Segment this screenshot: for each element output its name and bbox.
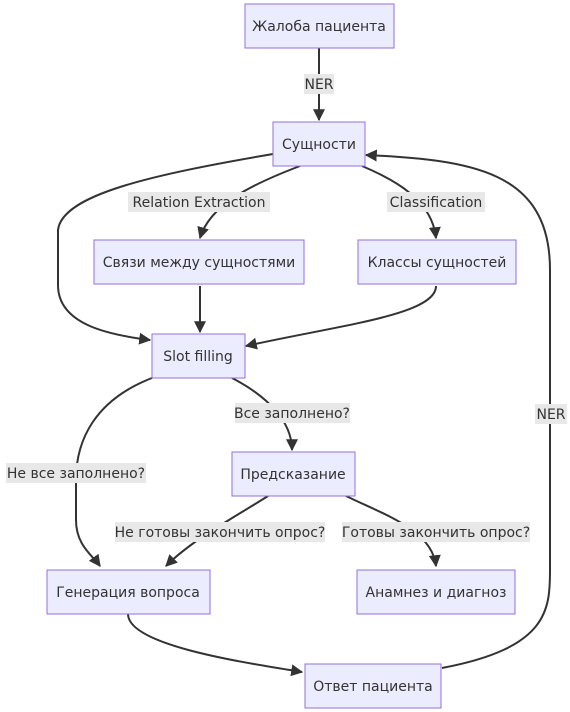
edge-label-ner-loop: NER <box>535 404 567 424</box>
svg-text:Анамнез и диагноз: Анамнез и диагноз <box>366 585 507 601</box>
node-entities: Сущности <box>272 121 366 167</box>
svg-text:Классы сущностей: Классы сущностей <box>368 255 507 271</box>
node-prediction: Предсказание <box>231 451 356 497</box>
edge-label-all-filled: Все заполнено? <box>234 403 350 423</box>
svg-text:Не все заполнено?: Не все заполнено? <box>7 466 145 482</box>
svg-text:NER: NER <box>304 77 333 93</box>
edge-label-relation-extraction: Relation Extraction <box>128 192 270 212</box>
node-anamnesis-diagnosis: Анамнез и диагноз <box>356 569 516 615</box>
node-question-generation: Генерация вопроса <box>46 569 211 615</box>
svg-text:Связи между сущностями: Связи между сущностями <box>103 255 295 271</box>
svg-text:Ответ пациента: Ответ пациента <box>313 679 433 695</box>
node-complaint: Жалоба пациента <box>244 3 395 49</box>
edge-question-to-answer <box>127 613 304 677</box>
edge-label-not-all-filled: Не все заполнено? <box>6 463 146 483</box>
svg-text:NER: NER <box>536 407 565 423</box>
svg-text:Генерация вопроса: Генерация вопроса <box>56 585 200 601</box>
node-patient-answer: Ответ пациента <box>304 663 442 709</box>
edge-label-classification: Classification <box>387 192 485 212</box>
svg-text:Предсказание: Предсказание <box>240 467 345 483</box>
node-slot-filling: Slot filling <box>151 333 246 379</box>
svg-text:Жалоба пациента: Жалоба пациента <box>252 19 386 35</box>
edge-label-ner-top: NER <box>304 74 334 94</box>
svg-text:Готовы закончить опрос?: Готовы закончить опрос? <box>342 525 530 541</box>
svg-text:Slot filling: Slot filling <box>163 349 233 365</box>
svg-text:Не готовы закончить опрос?: Не готовы закончить опрос? <box>115 525 326 541</box>
svg-text:Relation Extraction: Relation Extraction <box>133 195 266 211</box>
edge-label-ready: Готовы закончить опрос? <box>342 522 530 542</box>
svg-text:Все заполнено?: Все заполнено? <box>234 406 350 422</box>
node-relations: Связи между сущностями <box>93 239 305 285</box>
svg-text:Classification: Classification <box>390 195 483 211</box>
svg-text:Сущности: Сущности <box>282 137 356 153</box>
edge-answer-to-entities-loop <box>364 149 551 669</box>
edge-entities-to-slot-filling <box>57 153 274 345</box>
edge-label-not-ready: Не готовы закончить опрос? <box>115 522 326 542</box>
node-entity-classes: Классы сущностей <box>357 239 517 285</box>
edge-classes-to-slot-filling <box>244 285 437 350</box>
